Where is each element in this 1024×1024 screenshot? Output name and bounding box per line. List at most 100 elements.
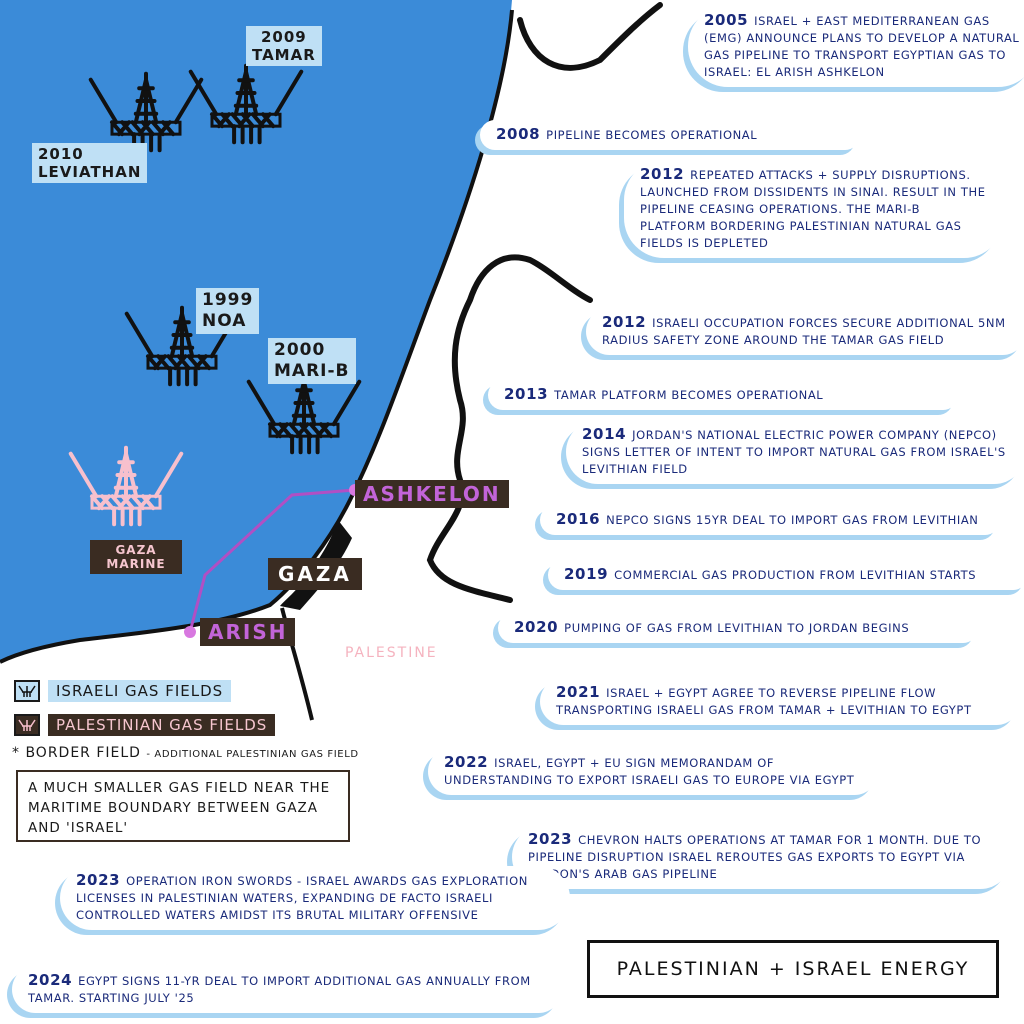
leviathan-name: LEVIATHAN	[38, 163, 142, 181]
pipeline-node-arish	[184, 626, 196, 638]
timeline-text: PUMPING OF GAS FROM LEVITHIAN TO JORDAN …	[564, 621, 910, 635]
border-field-title: * BORDER FIELD	[12, 745, 141, 761]
mari-b-year: 2000	[274, 340, 326, 360]
noa-name: NOA	[202, 311, 247, 331]
arish-label: ARISH	[200, 618, 296, 646]
ashkelon-label: ASHKELON	[355, 480, 509, 508]
pipeline	[188, 488, 356, 633]
rig-part	[291, 388, 317, 418]
legend-israeli-label: ISRAELI GAS FIELDS	[48, 680, 232, 702]
timeline-text: ISRAEL, EGYPT + EU SIGN MEMORANDAM OF UN…	[444, 756, 855, 787]
gaza-marine-rig-icon	[68, 445, 184, 527]
border-field-note: A MUCH SMALLER GAS FIELD NEAR THE MARITI…	[16, 770, 350, 842]
border-field-legend: * BORDER FIELD - ADDITIONAL PALESTINIAN …	[12, 745, 359, 761]
rig-part	[210, 112, 276, 129]
gaza-label: GAZA	[268, 558, 362, 590]
rig-part	[90, 494, 162, 510]
timeline-text: PIPELINE BECOMES OPERATIONAL	[546, 128, 758, 142]
tamar-name: TAMAR	[252, 46, 316, 64]
palestine-label: PALESTINE	[345, 645, 438, 661]
rig-part	[153, 451, 184, 499]
timeline-year: 2023	[76, 871, 121, 889]
coastline	[0, 9, 514, 664]
legend-israeli: ISRAELI GAS FIELDS	[14, 680, 232, 702]
border-field-subtitle: - ADDITIONAL PALESTINIAN GAS FIELD	[146, 749, 359, 760]
timeline-text: EGYPT SIGNS 11-YR DEAL TO IMPORT ADDITIO…	[28, 974, 531, 1005]
rig-part	[88, 77, 119, 125]
rig-part	[112, 506, 142, 527]
rig-part	[232, 124, 262, 145]
timeline-year: 2013	[504, 385, 549, 403]
timeline-text: ISRAEL + EAST MEDITERRANEAN GAS (EMG) AN…	[704, 14, 1020, 79]
timeline-year: 2022	[444, 753, 489, 771]
timeline-year: 2024	[28, 971, 73, 989]
timeline-text: OPERATION IRON SWORDS - ISRAEL AWARDS GA…	[76, 874, 528, 922]
rig-part	[110, 120, 176, 137]
mari-b-rig-icon	[246, 373, 362, 455]
timeline-entry: 2020 PUMPING OF GAS FROM LEVITHIAN TO JOR…	[498, 613, 978, 643]
rig-part	[124, 311, 155, 359]
tamar-label: 2009 TAMAR	[246, 26, 322, 66]
rig-part	[110, 120, 182, 136]
rig-part	[268, 422, 340, 438]
inland-border	[426, 2, 663, 603]
rig-part	[173, 77, 204, 125]
rig-part	[268, 422, 334, 439]
timeline-year: 2014	[582, 425, 627, 443]
rig-icon	[14, 714, 40, 736]
timeline-text: ISRAELI OCCUPATION FORCES SECURE ADDITIO…	[602, 316, 1006, 347]
rig-part	[273, 69, 304, 117]
timeline-entry: 2019 COMMERCIAL GAS PRODUCTION FROM LEVIT…	[548, 560, 1024, 590]
tamar-rig-icon	[188, 63, 304, 145]
timeline-year: 2023	[528, 830, 573, 848]
tamar-year: 2009	[261, 28, 307, 46]
rig-part	[210, 112, 282, 128]
rig-part	[90, 494, 156, 511]
timeline-text: NEPCO SIGNS 15YR DEAL TO IMPORT GAS FROM…	[606, 513, 979, 527]
rig-part	[68, 451, 99, 499]
timeline-entry: 2013 TAMAR PLATFORM BECOMES OPERATIONAL	[488, 380, 958, 410]
timeline-year: 2008	[496, 125, 541, 143]
leviathan-rig-icon	[88, 71, 204, 153]
timeline-year: 2020	[514, 618, 559, 636]
rig-part	[168, 366, 198, 387]
timeline-year: 2019	[564, 565, 609, 583]
legend-palestinian: PALESTINIAN GAS FIELDS	[14, 714, 276, 736]
timeline-year: 2021	[556, 683, 601, 701]
timeline-year: 2012	[640, 165, 685, 183]
noa-label: 1999 NOA	[196, 288, 260, 334]
rig-part	[290, 434, 320, 455]
leviathan-label: 2010 LEVIATHAN	[32, 143, 148, 183]
rig-part	[246, 379, 277, 427]
rig-part	[146, 354, 218, 370]
timeline-year: 2005	[704, 11, 749, 29]
rig-icon	[14, 680, 40, 702]
timeline-text: CHEVRON HALTS OPERATIONS AT TAMAR FOR 1 …	[528, 833, 982, 881]
legend-palestinian-label: PALESTINIAN GAS FIELDS	[48, 714, 276, 736]
timeline-entry: 2008 PIPELINE BECOMES OPERATIONAL	[480, 120, 860, 150]
mari-b-label: 2000 MARI-B	[268, 338, 356, 384]
mari-b-name: MARI-B	[274, 361, 350, 381]
rig-part	[113, 460, 139, 490]
leviathan-year: 2010	[38, 145, 84, 163]
noa-year: 1999	[202, 290, 254, 310]
rig-part	[146, 354, 212, 371]
timeline-text: ISRAEL + EGYPT AGREE TO REVERSE PIPELINE…	[556, 686, 972, 717]
timeline-year: 2012	[602, 313, 647, 331]
timeline-text: COMMERCIAL GAS PRODUCTION FROM LEVITHIAN…	[614, 568, 977, 582]
timeline-text: REPEATED ATTACKS + SUPPLY DISRUPTIONS. L…	[640, 168, 986, 250]
rig-part	[132, 132, 162, 153]
timeline-text: JORDAN'S NATIONAL ELECTRIC POWER COMPANY…	[582, 428, 1006, 476]
page-title: PALESTINIAN + ISRAEL ENERGY	[587, 940, 999, 998]
timeline-text: TAMAR PLATFORM BECOMES OPERATIONAL	[554, 388, 824, 402]
